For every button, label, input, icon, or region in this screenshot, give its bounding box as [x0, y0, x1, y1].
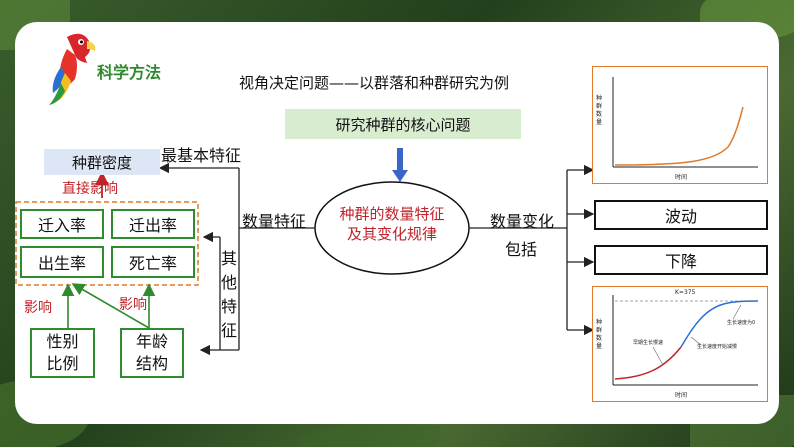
j-curve-xlabel: 时间: [675, 174, 688, 181]
sex-ratio-box: 性别 比例: [30, 328, 95, 378]
other-char: 他: [220, 273, 237, 292]
death-rate-box: 死亡率: [111, 246, 195, 278]
age-structure-line: 结构: [135, 354, 168, 373]
age-structure-box: 年龄 结构: [120, 328, 184, 378]
influence-text: 影响: [90, 181, 118, 197]
direct-text: 直接: [62, 181, 90, 197]
birth-rate-box: 出生率: [20, 246, 104, 278]
s-curve-plot: [612, 295, 759, 386]
influence-label-right: 影响: [119, 297, 147, 313]
fluctuation-box: 波动: [594, 200, 768, 230]
other-char: 其: [220, 249, 237, 268]
j-curve-chart: 种群数量 时间: [592, 66, 768, 184]
decline-box: 下降: [594, 245, 768, 275]
other-char: 特: [220, 297, 237, 316]
other-char: 征: [220, 321, 237, 340]
k-value-label: K=375: [675, 289, 696, 296]
core-question-box: 研究种群的核心问题: [285, 109, 521, 139]
includes-label: 包括: [505, 240, 538, 259]
connector-lines: [15, 148, 595, 356]
center-topic: 种群的数量特征及其变化规律: [339, 205, 445, 243]
topic-heading: 视角决定问题——以群落和种群研究为例: [239, 74, 510, 92]
other-features-label: 其 他 特 征: [219, 247, 239, 343]
age-structure-line: 年龄: [135, 332, 168, 351]
leaf-decoration: [300, 425, 440, 447]
s-curve-chart: 种群数量 时间 K=375 早期生长慢速 生长速度开始减慢 生长速度为0: [592, 286, 768, 402]
sex-ratio-line: 性别: [46, 332, 79, 351]
quantity-change-label: 数量变化: [490, 212, 555, 231]
sex-ratio-line: 比例: [46, 354, 79, 373]
emigration-rate-box: 迁出率: [111, 209, 195, 239]
parrot-icon: [49, 33, 96, 105]
basic-feature-label: 最基本特征: [161, 146, 242, 165]
content-panel: 科学方法 视角决定问题——以群落和种群研究为例 研究种群的核心问题: [15, 22, 779, 424]
direct-influence-label: 直接影响: [62, 178, 118, 198]
zero-growth-label: 生长速度为0: [727, 320, 756, 326]
s-curve-xlabel: 时间: [675, 392, 688, 399]
immigration-rate-box: 迁入率: [20, 209, 104, 239]
slowing-growth-label: 生长速度开始减慢: [697, 344, 738, 350]
population-density-box: 种群密度: [44, 149, 160, 175]
quantity-feature-label: 数量特征: [242, 212, 307, 231]
section-title: 科学方法: [97, 63, 162, 82]
early-growth-label: 早期生长慢速: [633, 340, 664, 346]
j-curve-plot: [612, 77, 758, 168]
j-curve-ylabel: 种群数量: [596, 95, 603, 126]
influence-label-left: 影响: [24, 300, 52, 316]
s-curve-ylabel: 种群数量: [596, 319, 603, 350]
